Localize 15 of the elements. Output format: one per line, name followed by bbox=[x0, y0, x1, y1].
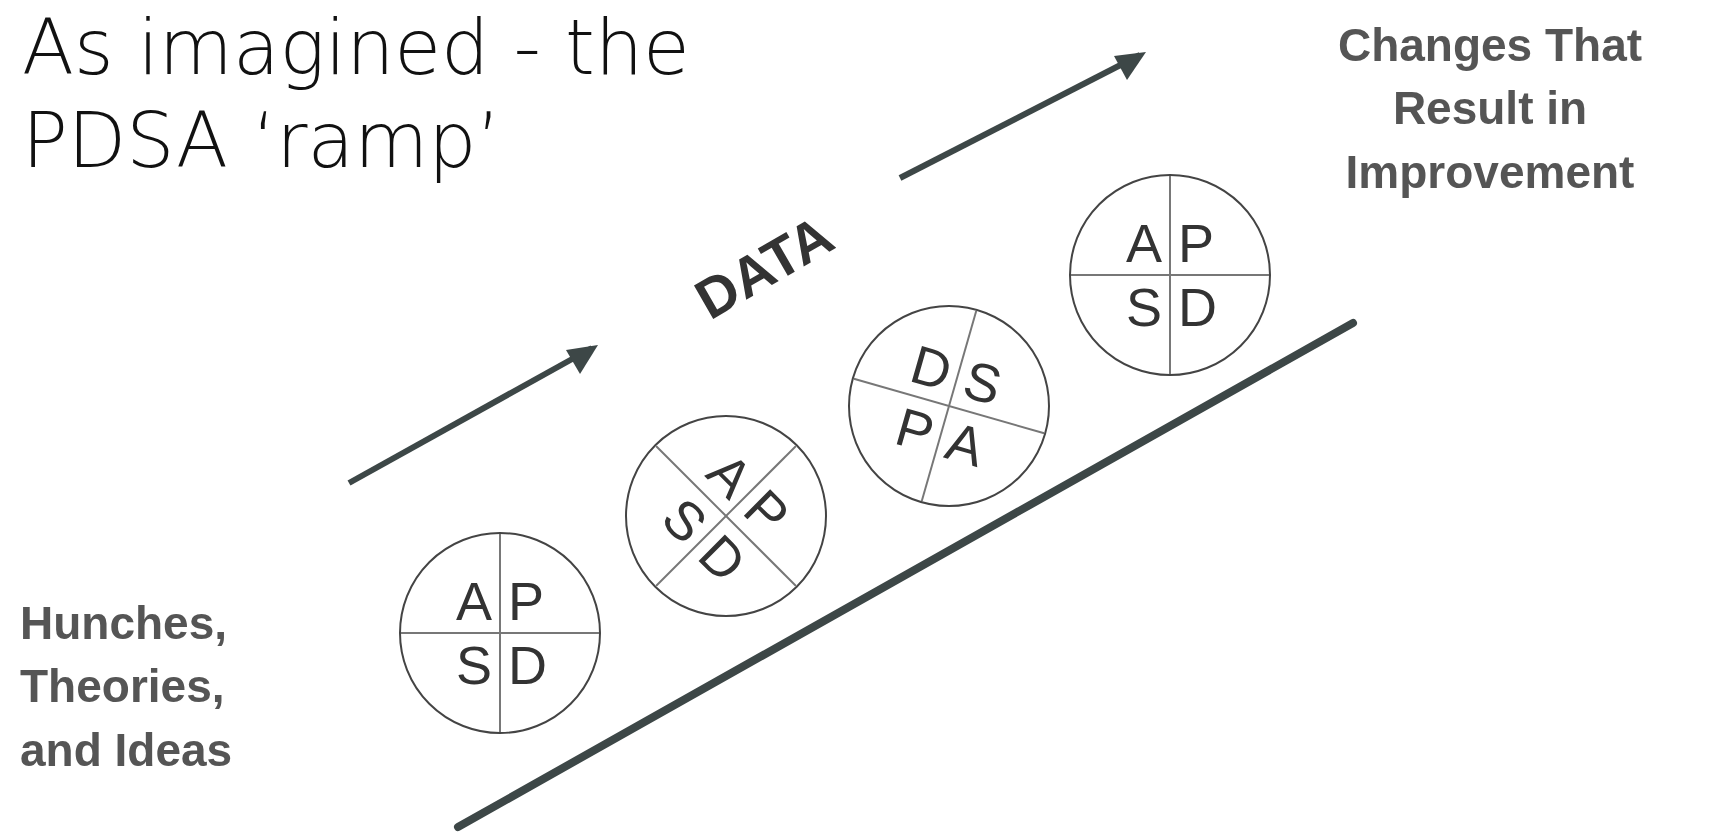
stage-text: Hunches, Theories, and Ideas bbox=[20, 592, 282, 783]
cycle-letter: A bbox=[455, 574, 492, 628]
cycle-letter: P bbox=[890, 398, 940, 461]
cycle-letter: S bbox=[958, 351, 1008, 414]
cycle-letter: P bbox=[508, 574, 545, 628]
cycle-letter: P bbox=[1178, 216, 1215, 270]
cycle-letter: S bbox=[1125, 280, 1162, 334]
cycle-letter: D bbox=[508, 638, 547, 692]
title: As imagined - the PDSA ‘ramp’ bbox=[22, 2, 691, 187]
cycle-letter: A bbox=[940, 413, 990, 475]
cycle-letter: D bbox=[905, 336, 958, 399]
cycle-letter: A bbox=[1125, 216, 1162, 270]
cycle-letter: D bbox=[1178, 280, 1217, 334]
stage-text: Changes That Result in Improvement bbox=[1270, 14, 1710, 205]
cycle-letter: S bbox=[455, 638, 492, 692]
